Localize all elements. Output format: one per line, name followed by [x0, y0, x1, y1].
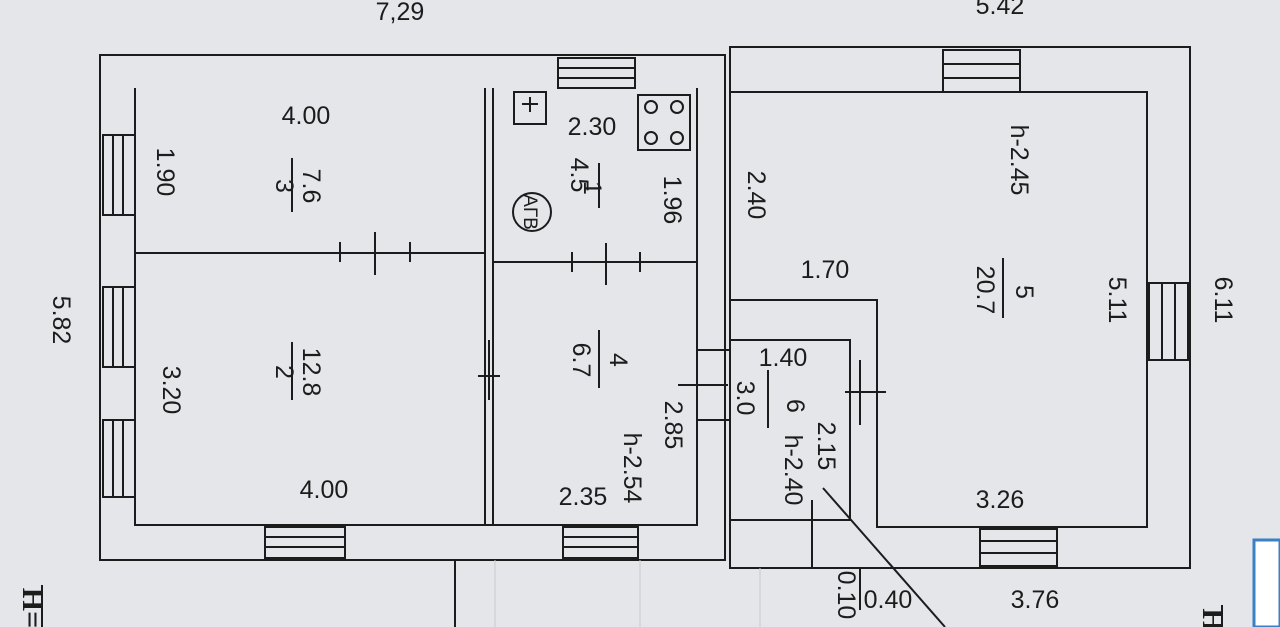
- room-2-width: 4.00: [300, 476, 349, 504]
- outer-bottom-right-width: 3.76: [1011, 586, 1060, 614]
- room-4-area: 6.7: [567, 343, 595, 378]
- room-5-number: 5: [1010, 285, 1038, 299]
- ledge-depth: 0.10: [832, 571, 860, 620]
- room-5-area: 20.7: [971, 266, 999, 315]
- stove-icon: [637, 94, 691, 151]
- edge-fragment: [1252, 538, 1280, 627]
- edge-text-right: Н: [1196, 608, 1229, 627]
- background-lines: [494, 560, 761, 627]
- window-right-1: [1148, 282, 1189, 361]
- room-4-width: 2.35: [559, 483, 608, 511]
- room-2-number: 2: [270, 365, 298, 379]
- room-5-depth: 5.11: [1103, 277, 1131, 324]
- room-4-depth: 2.85: [659, 401, 687, 450]
- room-5-width-top: 2.40: [742, 171, 770, 220]
- room-5-height: h-2.45: [1005, 125, 1033, 196]
- outer-left-depth: 5.82: [47, 296, 75, 345]
- gas-boiler-label: АГВ: [519, 194, 540, 230]
- room-6-height: h-2.40: [779, 435, 807, 506]
- window-bottom-1: [264, 526, 346, 559]
- outer-right-depth: 6.11: [1209, 277, 1237, 324]
- room-6-width: 1.40: [759, 344, 808, 372]
- room-4-height: h-2.54: [618, 433, 646, 504]
- window-left-2: [102, 286, 136, 368]
- room-3-area: 7.6: [297, 169, 325, 204]
- window-bottom-3: [979, 528, 1058, 567]
- room-6-number: 6: [781, 399, 809, 413]
- partitions: [135, 88, 730, 525]
- room-1-number: 1: [578, 181, 606, 195]
- gas-boiler-icon: [512, 192, 552, 232]
- room-1-width: 2.30: [568, 113, 617, 141]
- ledge-width: 0.40: [864, 586, 913, 614]
- room-6-depth: 2.15: [812, 422, 840, 471]
- room-3-width: 4.00: [282, 102, 331, 130]
- windows: [102, 49, 1189, 567]
- room-5-width-bottom: 3.26: [976, 486, 1025, 514]
- window-top-2: [942, 49, 1021, 93]
- window-bottom-2: [562, 526, 639, 559]
- window-left-1: [102, 134, 136, 216]
- room-2-area: 12.8: [297, 348, 325, 397]
- door-markers: [339, 232, 886, 568]
- room-5-width-mid: 1.70: [801, 256, 850, 284]
- room-6-area: 3.0: [731, 381, 759, 416]
- sink-icon: [513, 91, 547, 125]
- edge-text-left: Н=: [16, 588, 49, 627]
- room-3-depth: 1.90: [151, 148, 179, 197]
- room-1-depth: 1.96: [658, 176, 686, 225]
- room-4-number: 4: [604, 353, 632, 367]
- outer-top-left-width: 7,29: [376, 0, 425, 26]
- window-left-3: [102, 419, 136, 498]
- outer-top-right-width: 5.42: [976, 0, 1025, 20]
- room-1-area: 4.5: [565, 158, 593, 193]
- window-top-1: [557, 57, 636, 89]
- fraction-bars: [291, 158, 1004, 428]
- room-2-depth: 3.20: [157, 366, 185, 415]
- room-3-number: 3: [270, 179, 298, 193]
- annotation-lines: [454, 487, 946, 627]
